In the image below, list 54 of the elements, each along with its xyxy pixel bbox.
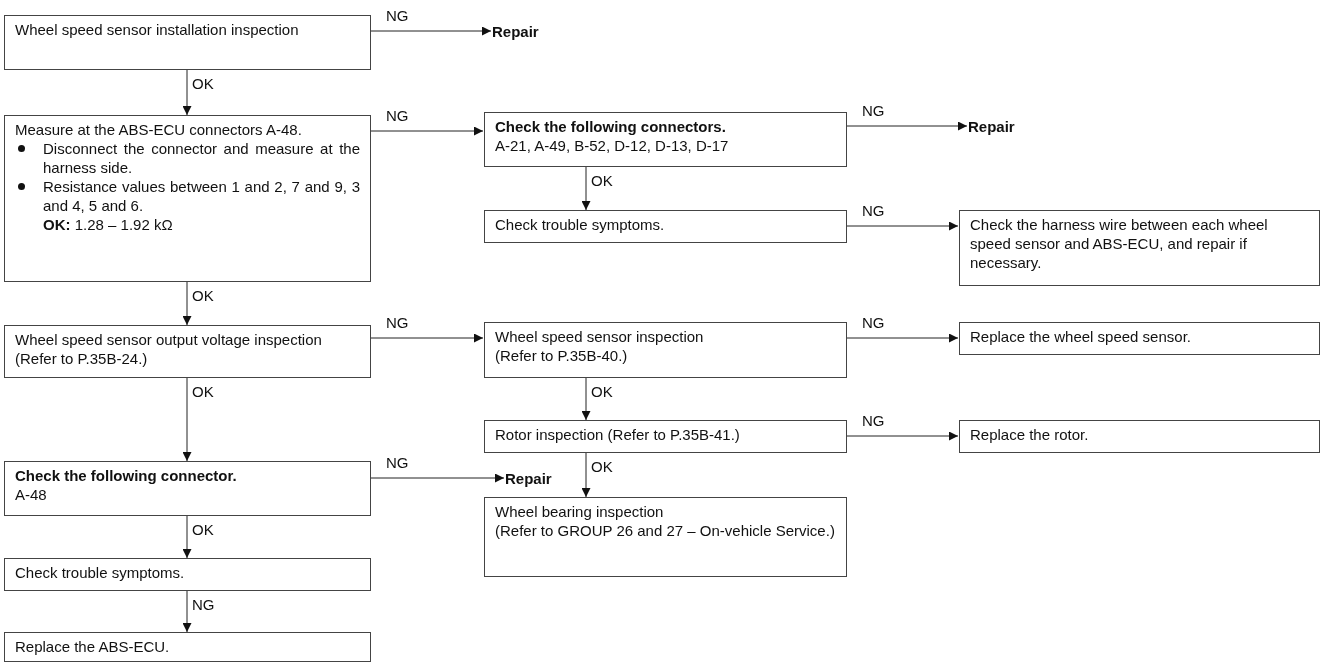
arrow	[846, 431, 959, 441]
step-text: Check the harness wire between each wheel speed sensor and ABS-ECU, and repair if necessary.	[970, 215, 1269, 272]
step-text: Disconnect the connector and measure at the harness side.	[15, 139, 360, 177]
arrow	[581, 377, 591, 421]
process-box	[4, 15, 371, 70]
step-text: A-21, A-49, B-52, D-12, D-13, D-17	[495, 136, 730, 155]
step-text: Measure at the ABS-ECU connectors A-48.	[15, 120, 303, 139]
arrow	[581, 166, 591, 211]
step-text: Replace the ABS-ECU.	[15, 637, 171, 656]
step-text: (Refer to GROUP 26 and 27 – On-vehicle Service.)	[495, 521, 836, 540]
arrow	[182, 69, 192, 116]
arrow	[846, 221, 959, 231]
process-box	[484, 497, 847, 577]
arrow	[581, 452, 591, 498]
step-text: (Refer to P.35B-40.)	[495, 346, 629, 365]
arrow	[370, 333, 484, 343]
result-text: Repair	[968, 117, 1015, 136]
arrow	[182, 590, 192, 633]
arrow	[370, 473, 505, 483]
step-text: Check the following connector.	[15, 466, 238, 485]
arrow	[182, 377, 192, 462]
step-text: A-48	[15, 485, 48, 504]
process-box	[484, 210, 847, 243]
step-text: Wheel speed sensor inspection	[495, 327, 705, 346]
step-text: Check trouble symptoms.	[495, 215, 666, 234]
arrow	[846, 121, 968, 131]
result-text: Repair	[492, 22, 539, 41]
step-text: Wheel bearing inspection	[495, 502, 665, 521]
process-box	[959, 210, 1320, 286]
arrow	[846, 333, 959, 343]
step-text: OK: 1.28 – 1.92 kΩ	[42, 215, 174, 234]
arrow	[370, 126, 484, 136]
process-box	[484, 112, 847, 167]
process-box	[4, 558, 371, 591]
process-box	[4, 461, 371, 516]
step-text: Check the following connectors.	[495, 117, 727, 136]
process-box	[484, 322, 847, 378]
process-box	[484, 420, 847, 453]
step-text: Resistance values between 1 and 2, 7 and 9, 3 and 4, 5 and 6.	[15, 177, 360, 215]
process-box	[4, 115, 371, 282]
process-box	[4, 325, 371, 378]
arrow	[370, 26, 492, 36]
step-text: Wheel speed sensor installation inspection	[15, 20, 300, 39]
process-box	[959, 322, 1320, 355]
result-text: Repair	[505, 469, 552, 488]
step-text: Rotor inspection (Refer to P.35B-41.)	[495, 425, 741, 444]
arrow	[182, 515, 192, 559]
step-text: Replace the rotor.	[970, 425, 1090, 444]
step-text: Wheel speed sensor output voltage inspection (Refer to P.35B-24.)	[15, 330, 323, 368]
process-box	[4, 632, 371, 662]
step-text: Replace the wheel speed sensor.	[970, 327, 1192, 346]
step-text: Check trouble symptoms.	[15, 563, 186, 582]
process-box	[959, 420, 1320, 453]
arrow	[182, 281, 192, 326]
